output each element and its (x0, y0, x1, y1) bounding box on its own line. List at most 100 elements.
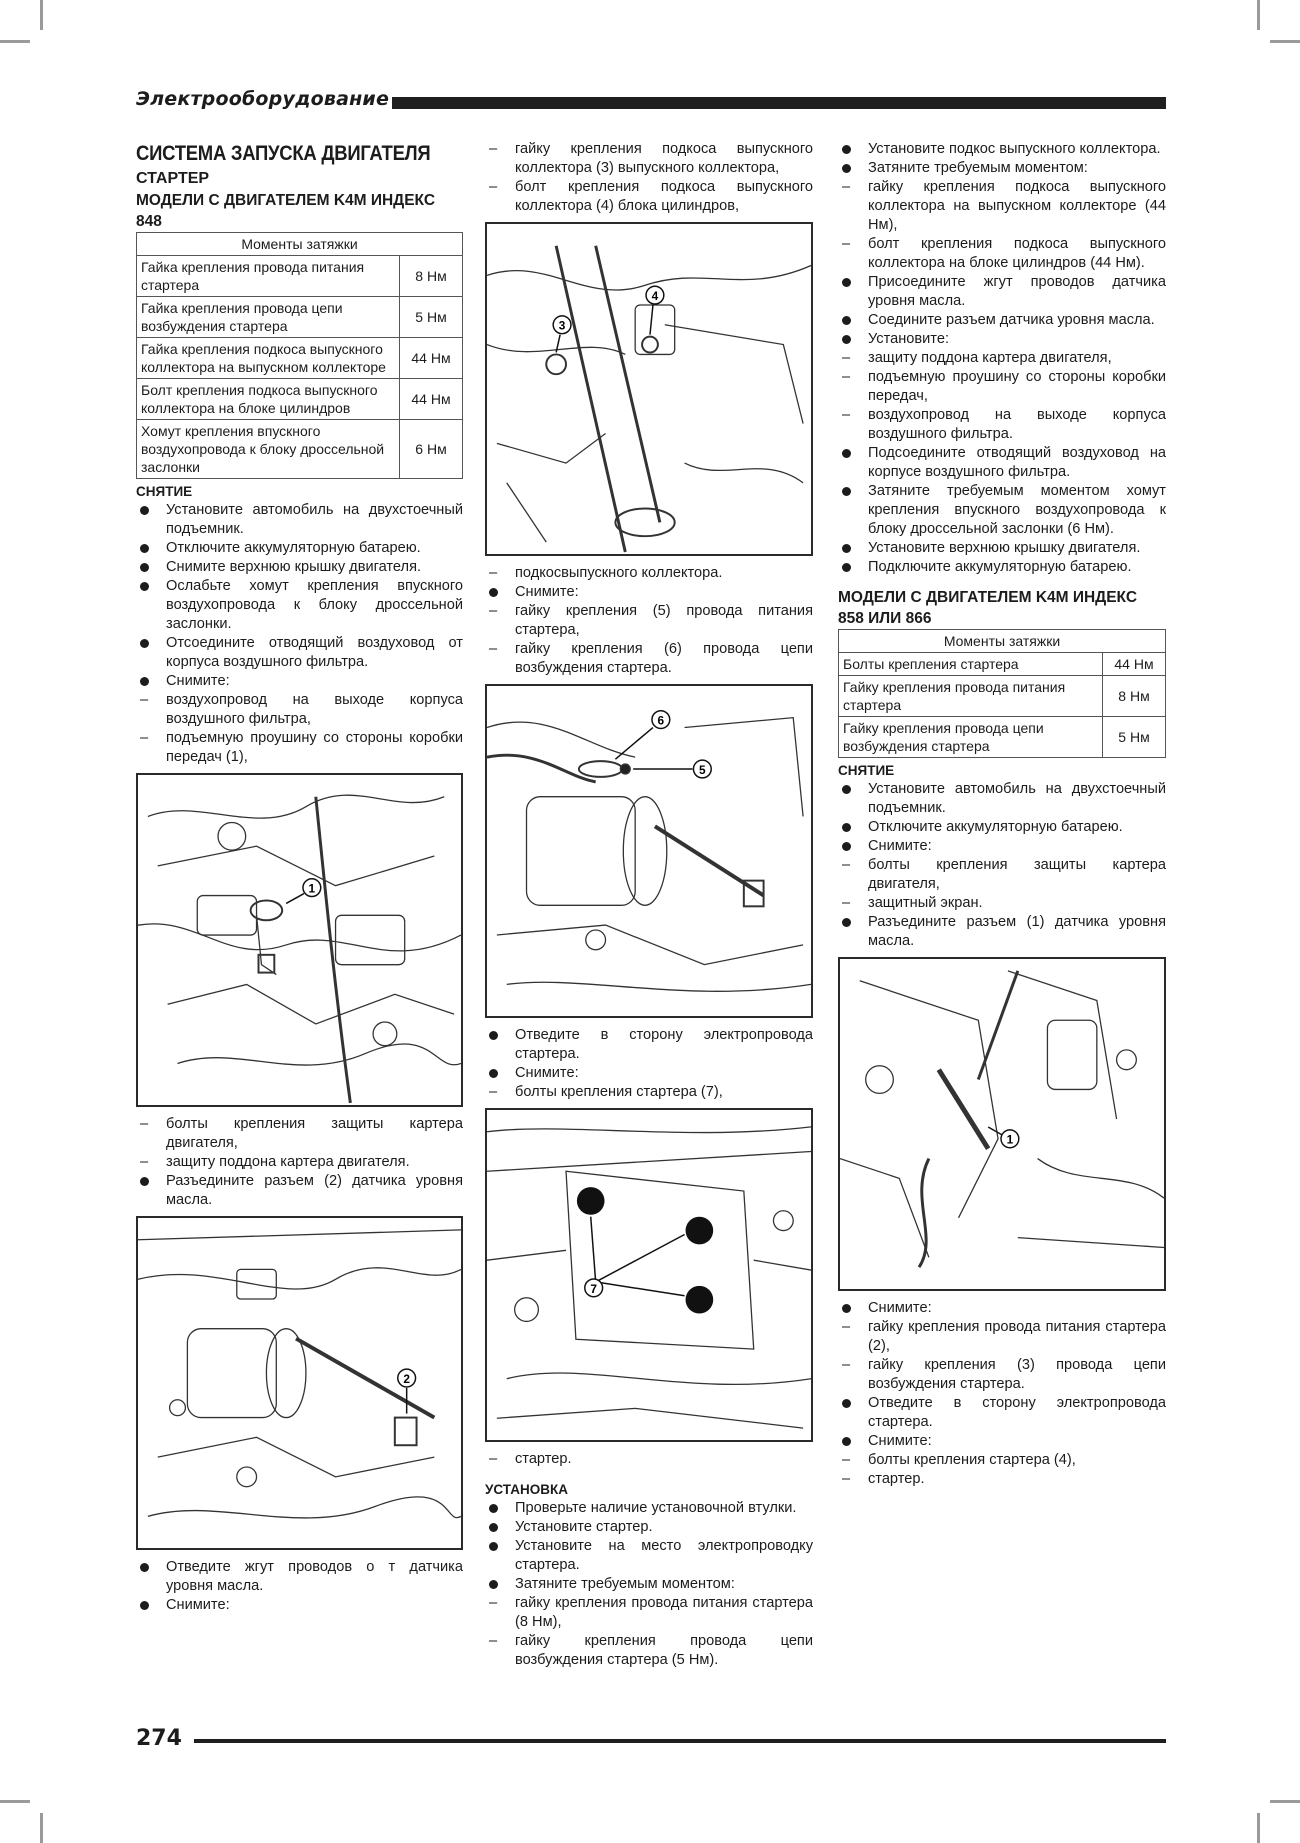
table-row: Болт крепления подкоса выпускного коллек… (136, 378, 463, 420)
oil-sensor-illustration: 1 (838, 957, 1166, 1291)
model-heading: МОДЕЛИ С ДВИГАТЕЛЕМ K4M ИНДЕКС 858 ИЛИ 8… (838, 589, 1138, 627)
torque-table-header: Моменты затяжки (838, 629, 1166, 653)
torque-item: Гайку крепления провода питания стартера (838, 675, 1103, 717)
dash-step: гайку крепления провода цепи возбуждения… (485, 1632, 813, 1670)
model-heading: МОДЕЛИ С ДВИГАТЕЛЕМ K4M ИНДЕКС 848 (136, 192, 436, 230)
dash-step: гайку крепления (6) провода цепи возбужд… (485, 640, 813, 678)
bullet-step: Отключите аккумуляторную батарею. (838, 818, 1166, 837)
bullet-step: Установите: (838, 330, 1166, 349)
starter-bolts-illustration: 7 (485, 1108, 813, 1442)
dash-step: болты крепления стартера (7), (485, 1083, 813, 1102)
dash-step: гайку крепления подкоса выпускного колле… (485, 140, 813, 178)
torque-value: 8 Нм (399, 255, 463, 297)
figure-drawing: 1 (840, 970, 1164, 1269)
torque-value: 8 Нм (1102, 675, 1166, 717)
table-row: Гайка крепления провода цепи возбуждения… (136, 296, 463, 338)
dash-step: стартер. (838, 1470, 1166, 1489)
bullet-step: Снимите: (485, 583, 813, 602)
callout-label: 7 (590, 1282, 597, 1296)
bullet-step: Снимите: (136, 672, 463, 691)
steps-list: Установите автомобиль на двухстоечный по… (136, 501, 463, 767)
dash-step: болты крепления защиты картера двигателя… (136, 1115, 463, 1153)
torque-item: Хомут крепления впускного воздухопровода… (136, 419, 400, 479)
dash-step: подъемную проушину со стороны коробки пе… (838, 368, 1166, 406)
steps-list: гайку крепления подкоса выпускного колле… (485, 140, 813, 216)
torque-value: 44 Нм (399, 378, 463, 420)
column-2: гайку крепления подкоса выпускного колле… (485, 140, 813, 1670)
bullet-step: Установите подкос выпускного коллектора. (838, 140, 1166, 159)
bullet-step: Присоедините жгут проводов датчика уровн… (838, 273, 1166, 311)
chapter-title: СИСТЕМА ЗАПУСКА ДВИГАТЕЛЯ (136, 142, 431, 165)
column-1: СИСТЕМА ЗАПУСКА ДВИГАТЕЛЯ СТАРТЕР МОДЕЛИ… (136, 140, 463, 1615)
install-heading: УСТАНОВКА (485, 1482, 568, 1497)
figure-drawing: 6 5 (487, 709, 811, 992)
bullet-step: Установите автомобиль на двухстоечный по… (136, 501, 463, 539)
dash-step: болт крепления подкоса выпускного коллек… (485, 178, 813, 216)
bullet-step: Отведите жгут проводов о т датчика уровн… (136, 1558, 463, 1596)
dash-step: защитный экран. (838, 894, 1166, 913)
crop-mark (1257, 0, 1260, 30)
torque-table-header: Моменты затяжки (136, 232, 463, 256)
torque-value: 44 Нм (399, 337, 463, 379)
crop-mark (1270, 40, 1300, 43)
torque-item: Болты крепления стартера (838, 652, 1103, 676)
torque-value: 6 Нм (399, 419, 463, 479)
removal-heading: СНЯТИЕ (136, 484, 193, 499)
crop-mark (40, 0, 43, 30)
column-3: Установите подкос выпускного коллектора.… (838, 140, 1166, 1489)
bullet-step: Разъедините разъем (2) датчика уровня ма… (136, 1172, 463, 1210)
table-row: Гайка крепления провода питания стартера… (136, 255, 463, 297)
steps-list: стартер. (485, 1450, 813, 1469)
table-row: Гайку крепления провода питания стартера… (838, 675, 1166, 717)
callout-label: 5 (699, 763, 706, 777)
torque-item: Гайка крепления провода питания стартера (136, 255, 400, 297)
dash-step: гайку крепления провода питания стартера… (485, 1594, 813, 1632)
callout-label: 2 (403, 1372, 410, 1386)
dash-step: стартер. (485, 1450, 813, 1469)
callout-label: 6 (658, 714, 665, 728)
torque-value: 44 Нм (1102, 652, 1166, 676)
table-row: Хомут крепления впускного воздухопровода… (136, 419, 463, 479)
page-header: Электрооборудование (136, 88, 1166, 114)
engine-illustration: 1 (136, 773, 463, 1107)
crop-mark (1257, 1813, 1260, 1843)
bullet-step: Соедините разъем датчика уровня масла. (838, 311, 1166, 330)
dash-step: подъемную проушину со стороны коробки пе… (136, 729, 463, 767)
steps-list: Снимите:гайку крепления провода питания … (838, 1299, 1166, 1489)
figure-drawing: 7 (487, 1126, 811, 1429)
torque-item: Гайку крепления провода цепи возбуждения… (838, 716, 1103, 758)
torque-item: Гайка крепления подкоса выпускного колле… (136, 337, 400, 379)
torque-table: Моменты затяжки Болты крепления стартера… (838, 629, 1166, 758)
figure-drawing: 3 4 (487, 245, 811, 553)
bullet-step: Снимите: (838, 837, 1166, 856)
bullet-step: Отключите аккумуляторную батарею. (136, 539, 463, 558)
bullet-step: Установите автомобиль на двухстоечный по… (838, 780, 1166, 818)
bullet-step: Снимите верхнюю крышку двигателя. (136, 558, 463, 577)
dash-step: подкосвыпускного коллектора. (485, 564, 813, 583)
dash-step: гайку крепления подкоса выпускного колле… (838, 178, 1166, 235)
bullet-step: Подсоедините отводящий воздуховод на кор… (838, 444, 1166, 482)
starter-illustration: 2 (136, 1216, 463, 1550)
subsection-title: СТАРТЕР (136, 170, 210, 187)
dash-step: гайку крепления (5) провода питания стар… (485, 602, 813, 640)
dash-step: воздухопровод на выходе корпуса воздушно… (136, 691, 463, 729)
dash-step: гайку крепления (3) провода цепи возбужд… (838, 1356, 1166, 1394)
bullet-step: Установите стартер. (485, 1518, 813, 1537)
bullet-step: Подключите аккумуляторную батарею. (838, 558, 1166, 577)
steps-list: Проверьте наличие установочной втулки.Ус… (485, 1499, 813, 1670)
bullet-step: Проверьте наличие установочной втулки. (485, 1499, 813, 1518)
bullet-step: Затяните требуемым моментом: (485, 1575, 813, 1594)
footer-rule (194, 1739, 1166, 1743)
torque-item: Гайка крепления провода цепи возбуждения… (136, 296, 400, 338)
bullet-step: Разъедините разъем (1) датчика уровня ма… (838, 913, 1166, 951)
dash-step: болт крепления подкоса выпускного коллек… (838, 235, 1166, 273)
crop-mark (1270, 1800, 1300, 1803)
callout-label: 3 (559, 319, 566, 333)
table-row: Гайка крепления подкоса выпускного колле… (136, 337, 463, 379)
bullet-step: Отсоедините отводящий воздуховод от корп… (136, 634, 463, 672)
callout-label: 1 (309, 882, 316, 896)
dash-step: болты крепления стартера (4), (838, 1451, 1166, 1470)
bullet-step: Ослабьте хомут крепления впускного возду… (136, 577, 463, 634)
figure-drawing: 1 (138, 794, 461, 1104)
